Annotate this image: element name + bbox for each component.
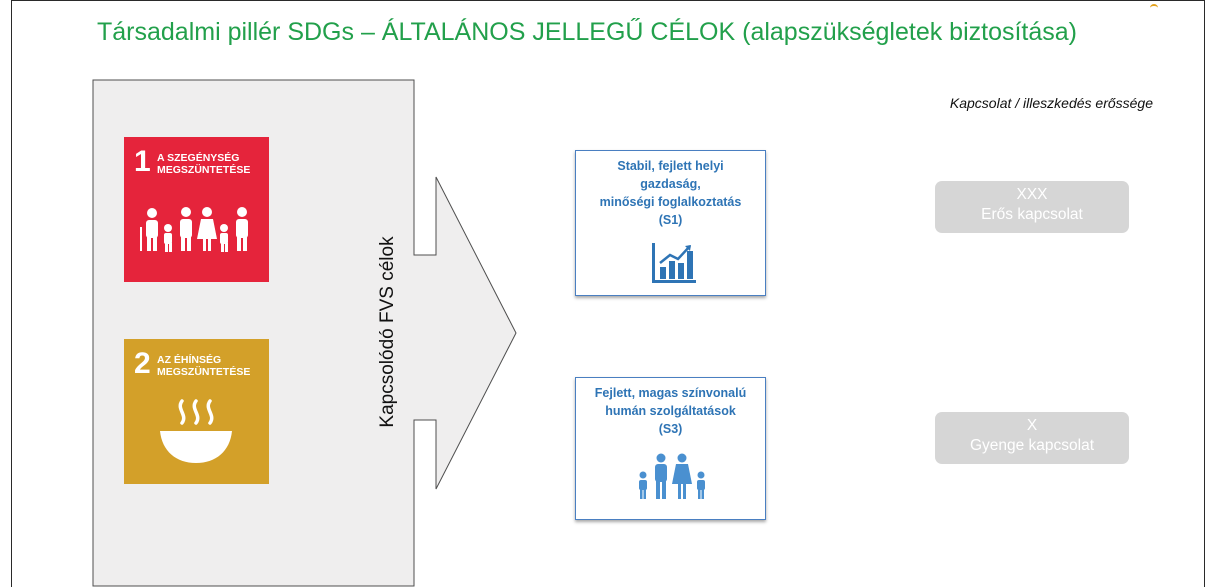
goal-s1-text: Stabil, fejlett helyi gazdaság, minőségi…	[576, 157, 765, 230]
goal-s3-box: Fejlett, magas színvonalú humán szolgált…	[575, 377, 766, 520]
legend-weak-mark: X	[1026, 417, 1038, 434]
family-icon	[639, 453, 705, 499]
goal-s1-line-4: (S1)	[658, 213, 683, 228]
page-title: Társadalmi pillér SDGs – ÁLTALÁNOS JELLE…	[97, 18, 1078, 46]
goal-s3-line-1: Fejlett, magas színvonalú	[594, 386, 747, 400]
legend-weak-link: X Gyenge kapcsolat	[935, 412, 1129, 464]
bowl-icon	[160, 399, 232, 463]
legend-strong-label: Erős kapcsolat	[981, 206, 1083, 224]
goal-s1-line-1: Stabil, fejlett helyi	[617, 159, 724, 173]
goal-s1-line-3: minőségi foglalkoztatás	[599, 195, 742, 210]
sdg-2-tile: 2 AZ ÉHÍNSÉG MEGSZÜNTETÉSE	[124, 339, 269, 484]
goal-s3-line-3: (S3)	[658, 422, 683, 437]
legend-caption: Kapcsolat / illeszkedés erőssége	[949, 95, 1153, 111]
sdg-1-number: 1	[134, 145, 151, 178]
goal-s3-text: Fejlett, magas színvonalú humán szolgált…	[576, 384, 765, 438]
legend-strong-link: XXX Erős kapcsolat	[935, 181, 1129, 233]
fvs-arrow-label: Kapcsolódó FVS célok	[377, 236, 398, 428]
legend-strong-mark: XXX	[1016, 186, 1048, 203]
corner-decoration	[1150, 4, 1158, 12]
sdg-1-label: A SZEGÉNYSÉG MEGSZÜNTETÉSE	[157, 152, 251, 177]
legend-weak-label: Gyenge kapcsolat	[969, 437, 1095, 455]
goal-s3-line-2: humán szolgáltatások	[605, 404, 736, 419]
goal-s1-line-2: gazdaság,	[640, 177, 701, 192]
sdg-2-number: 2	[134, 347, 151, 380]
bar-chart-icon	[652, 243, 696, 283]
sdg-2-label: AZ ÉHÍNSÉG MEGSZÜNTETÉSE	[157, 354, 251, 379]
family-icon	[140, 207, 248, 252]
sdg-1-tile: 1 A SZEGÉNYSÉG MEGSZÜNTETÉSE	[124, 137, 269, 282]
goal-s1-box: Stabil, fejlett helyi gazdaság, minőségi…	[575, 150, 766, 296]
